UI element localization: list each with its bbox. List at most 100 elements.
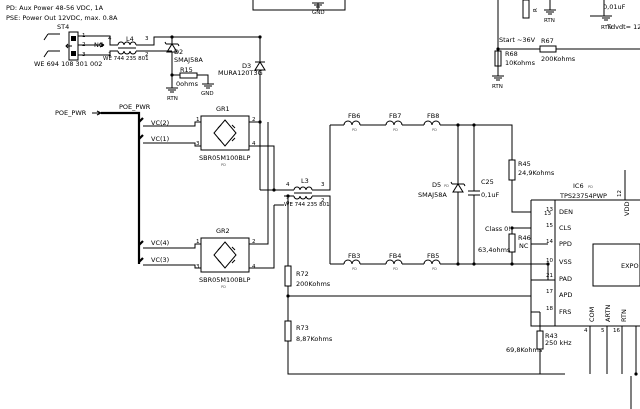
resistor-r43[interactable]: R43 250 kHz 69,8Kohms [506, 330, 572, 354]
ic6-pin10-name: VSS [559, 258, 572, 266]
fb5-ref: FB5 [427, 252, 439, 260]
r46-ref: R46 [518, 234, 531, 242]
l3-ref: L3 [301, 177, 309, 185]
r46-value: 63,4ohms [478, 246, 511, 254]
r45-ref: R45 [518, 160, 531, 168]
gr1-vc1: VC(1) [151, 135, 169, 143]
ic6-pin21-name: PAD [559, 275, 572, 283]
c25-ref: C25 [481, 178, 494, 186]
ic6-pin14-name: PPD [559, 240, 572, 248]
resistor-r68[interactable]: R68 10Kohms [494, 50, 536, 67]
svg-text:1: 1 [196, 117, 200, 123]
resistor-r72[interactable]: R72 200Kohms [284, 265, 331, 288]
bridge-gr1[interactable]: GR1 1 2 3 4 SBR05M100BLP PD [196, 105, 256, 167]
class-label: Class 0! [485, 225, 511, 233]
tdvdt-label: Tdvdt= 12m [606, 23, 640, 31]
gr2-part: SBR05M100BLP [199, 276, 250, 284]
resistor-r67[interactable]: R67 200Kohms [539, 37, 576, 63]
d3-part: MURA120T3G [218, 69, 263, 77]
svg-text:PD: PD [588, 185, 593, 189]
inductor-l3[interactable]: L3 4 3 1 2 WE 744 235 801 [284, 177, 330, 208]
r72-value: 200Kohms [296, 280, 331, 288]
d2-part: SMAJ58A [174, 56, 203, 64]
ic6-bottom-pins: 4 5 16 COM ARTN RTN [584, 305, 637, 374]
resistor-r46[interactable]: R46 NC 63,4ohms [478, 233, 531, 254]
svg-text:PD: PD [393, 128, 398, 132]
ic6-pin15-num: 15 [546, 223, 553, 229]
svg-text:2: 2 [252, 239, 256, 245]
r45-value: 24,9Kohms [518, 169, 555, 177]
ic6-pin14-num: 14 [546, 239, 553, 245]
gr1-part: SBR05M100BLP [199, 154, 250, 162]
ic-ic6[interactable]: IC6 PD TPS23754PWP EXPO 13 DEN [530, 182, 640, 327]
port-poe-pwr[interactable]: POE_PWR [55, 109, 103, 117]
svg-text:3: 3 [196, 141, 200, 147]
fb3-ref: FB3 [348, 252, 360, 260]
svg-text:GND: GND [312, 10, 325, 16]
resistor-r73[interactable]: R73 8,87Kohms [284, 320, 333, 343]
ic6-pin21-num: 21 [546, 273, 553, 279]
l3-part: WE 744 235 801 [284, 202, 330, 208]
svg-text:RTN: RTN [492, 84, 503, 90]
resistor-r45[interactable]: R45 24,9Kohms [508, 159, 555, 181]
ic6-pin18-name: FRS [559, 308, 571, 316]
svg-text:16: 16 [613, 328, 620, 334]
svg-text:12: 12 [617, 190, 623, 197]
diode-d5[interactable]: D5 SMAJ58A PD [418, 125, 466, 264]
d5-part: SMAJ58A [418, 191, 447, 199]
r43-ref: R43 [545, 332, 558, 340]
ic6-pin13-num: 13 [546, 207, 553, 213]
svg-text:PD: PD [432, 128, 437, 132]
gr2-ref: GR2 [216, 227, 230, 235]
diode-d3[interactable]: D3 MURA120T3G [218, 37, 266, 88]
ic6-part: TPS23754PWP [559, 192, 607, 200]
header-note-pse: PSE: Power Out 12VDC, max. 0.8A [6, 14, 118, 22]
gr2-vc3: VC(3) [151, 256, 169, 264]
r73-value: 8,87Kohms [296, 335, 333, 343]
cap-value-top-right: 0,01uF [603, 3, 626, 11]
l4-ref: L4 [126, 35, 134, 43]
poe-port-label: POE_PWR [55, 109, 87, 117]
svg-text:2: 2 [145, 52, 149, 58]
svg-text:4: 4 [252, 264, 256, 270]
ferrite-fb5[interactable]: FB5 PD [423, 252, 441, 271]
r15-value: 0ohms [176, 80, 199, 88]
fb4-ref: FB4 [389, 252, 401, 260]
ferrite-fb6[interactable]: FB6 PD [343, 112, 361, 132]
resistor-r15[interactable]: R15 0ohms [172, 66, 209, 88]
diode-d2[interactable]: D2 SMAJ58A [164, 37, 203, 72]
ic6-pin17-name: APD [559, 291, 572, 299]
d5-ref: D5 [432, 181, 441, 189]
bridge-gr2[interactable]: GR2 1 2 3 4 SBR05M100BLP PD [196, 227, 256, 289]
svg-text:4: 4 [286, 182, 290, 188]
ic6-pin10-num: 10 [546, 258, 553, 264]
ferrite-fb8[interactable]: FB8 PD [423, 112, 441, 132]
svg-text:2: 2 [252, 117, 256, 123]
ferrite-fb7[interactable]: FB7 PD [385, 112, 403, 132]
svg-text:ARTN: ARTN [604, 305, 612, 322]
r46-nc: NC [519, 242, 529, 250]
ic6-pin-vdd: 12 VDD [617, 170, 631, 216]
svg-text:3: 3 [145, 36, 149, 42]
d3-ref: D3 [242, 62, 251, 70]
r68-ref: R68 [505, 50, 518, 58]
rtn-symbol-top-right: RTN [544, 9, 556, 24]
rtn-symbol-r15: RTN [166, 87, 178, 102]
svg-text:RTN: RTN [544, 18, 555, 24]
top-right-fragment: Start ~36V R67 200Kohms R68 10Kohms RTN … [492, 0, 640, 90]
ic6-pin18-num: 18 [546, 306, 553, 312]
fb8-ref: FB8 [427, 112, 439, 120]
rtn-symbol-cap: RTN [600, 15, 612, 31]
fb6-ref: FB6 [348, 112, 360, 120]
svg-text:RTN: RTN [167, 96, 178, 102]
svg-text:PD: PD [444, 184, 449, 188]
ferrite-fb3[interactable]: FB3 PD [343, 252, 361, 271]
capacitor-c25[interactable]: C25 0,1uF [468, 125, 499, 264]
ferrite-fb4[interactable]: FB4 PD [385, 252, 403, 271]
start-label[interactable]: Start ~36V [499, 36, 536, 44]
svg-text:3: 3 [321, 182, 325, 188]
r67-value: 200Kohms [541, 55, 576, 63]
l4-part: WE 744 235 801 [103, 56, 149, 62]
svg-text:2: 2 [321, 198, 325, 204]
r68-value: 10Kohms [505, 59, 536, 67]
